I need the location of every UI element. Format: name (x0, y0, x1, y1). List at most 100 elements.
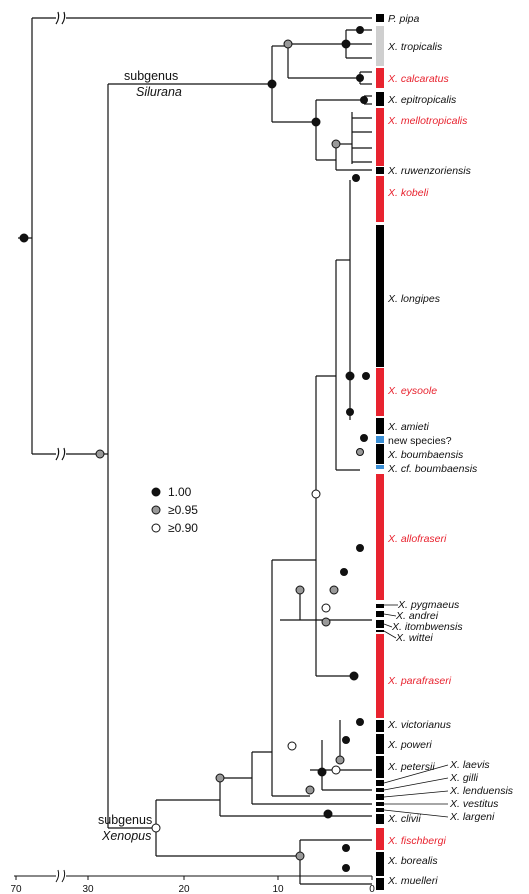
node-xenopus (151, 823, 161, 833)
bar-allofraseri (376, 474, 384, 600)
node (360, 96, 368, 104)
node (342, 844, 350, 852)
taxon-label: new species? (388, 435, 452, 447)
bar-lenduensis (376, 794, 384, 800)
subgenus-silurana-name: Silurana (136, 85, 182, 99)
legend-label: ≥0.95 (168, 503, 198, 517)
taxon-label: X. lenduensis (449, 785, 514, 797)
axis-tick-labels: 70 30 20 10 0 (10, 884, 375, 894)
bar-clivii (376, 814, 384, 824)
node (215, 773, 225, 783)
bar-new-species (376, 436, 384, 443)
axis-break-mark (55, 869, 66, 883)
node (331, 139, 341, 149)
node (283, 39, 293, 49)
subgenus-labels: subgenus Silurana subgenus Xenopus (98, 69, 182, 843)
bar-poweri (376, 734, 384, 754)
bar-wittei (376, 630, 384, 632)
taxon-label: X. calcaratus (387, 73, 449, 85)
bar-gilli (376, 788, 384, 792)
taxon-label: X. longipes (387, 293, 441, 305)
bar-longipes (376, 225, 384, 367)
taxon-label: X. vestitus (449, 798, 499, 810)
taxon-label: X. mellotropicalis (387, 115, 468, 127)
taxon-label: X. itombwensis (391, 621, 463, 633)
taxon-label: X. petersii (387, 761, 435, 773)
bar-amieti (376, 418, 384, 434)
branch (55, 447, 66, 461)
node (356, 448, 364, 456)
taxon-label: X. andrei (395, 610, 439, 622)
bar-cf-boumbaensis (376, 465, 384, 469)
node (305, 785, 315, 795)
node (342, 736, 350, 744)
node (340, 568, 348, 576)
node (323, 809, 333, 819)
taxon-label: X. muelleri (387, 875, 438, 887)
node (356, 74, 364, 82)
node (360, 434, 368, 442)
node (317, 767, 327, 777)
leader-line (383, 777, 449, 791)
node (311, 117, 321, 127)
bar-epitropicalis (376, 92, 384, 106)
legend-swatch-090 (151, 523, 161, 533)
bar-victorianus (376, 720, 384, 732)
node (362, 372, 370, 380)
node (352, 174, 360, 182)
taxon-label: X. allofraseri (387, 533, 447, 545)
node (346, 408, 354, 416)
taxon-color-bars (376, 14, 384, 890)
axis-tick-label: 10 (272, 884, 284, 894)
legend-label: ≥0.90 (168, 521, 198, 535)
bar-calcaratus (376, 68, 384, 88)
node-root (19, 233, 29, 243)
bar-petersii (376, 756, 384, 778)
bar-muelleri (376, 878, 384, 890)
node (342, 864, 350, 872)
axis-tick-label: 70 (10, 884, 22, 894)
node (356, 718, 364, 726)
taxon-label: X. clivii (387, 813, 421, 825)
taxon-labels: P. pipa X. tropicalis X. calcaratus X. e… (387, 13, 514, 887)
taxon-label: X. kobeli (387, 187, 429, 199)
leader-line (383, 630, 397, 639)
taxon-label: X. cf. boumbaensis (387, 463, 478, 475)
taxon-label: X. parafraseri (387, 675, 452, 687)
legend-swatch-1 (151, 487, 161, 497)
bar-eysoole (376, 368, 384, 416)
taxon-label: X. victorianus (387, 719, 452, 731)
axis-tick-label: 20 (178, 884, 190, 894)
legend-label: 1.00 (168, 485, 192, 499)
taxon-label: X. tropicalis (387, 41, 443, 53)
node (331, 765, 341, 775)
node (341, 39, 351, 49)
bar-largeni (376, 808, 384, 812)
node (345, 371, 355, 381)
bar-boumbaensis (376, 444, 384, 464)
subgenus-silurana-word: subgenus (124, 69, 178, 83)
node (335, 755, 345, 765)
bar-parafraseri (376, 634, 384, 718)
node (287, 741, 297, 751)
bar-borealis (376, 852, 384, 876)
taxon-label: X. epitropicalis (387, 94, 457, 106)
subgenus-xenopus-word: subgenus (98, 813, 152, 827)
leader-line (383, 623, 393, 628)
leader-lines (383, 604, 449, 818)
leader-line (383, 790, 449, 798)
time-axis (14, 869, 373, 883)
bar-kobeli (376, 176, 384, 222)
node (356, 26, 364, 34)
taxon-label: X. pygmaeus (397, 599, 460, 611)
axis-break-gap (56, 870, 66, 882)
taxon-label: X. laevis (449, 759, 490, 771)
node-genus (95, 449, 105, 459)
bar-itombwensis (376, 620, 384, 628)
node (321, 603, 331, 613)
leader-line (383, 613, 397, 617)
legend: 1.00 ≥0.95 ≥0.90 (151, 485, 198, 535)
node (329, 585, 339, 595)
tree-branches (18, 17, 372, 885)
